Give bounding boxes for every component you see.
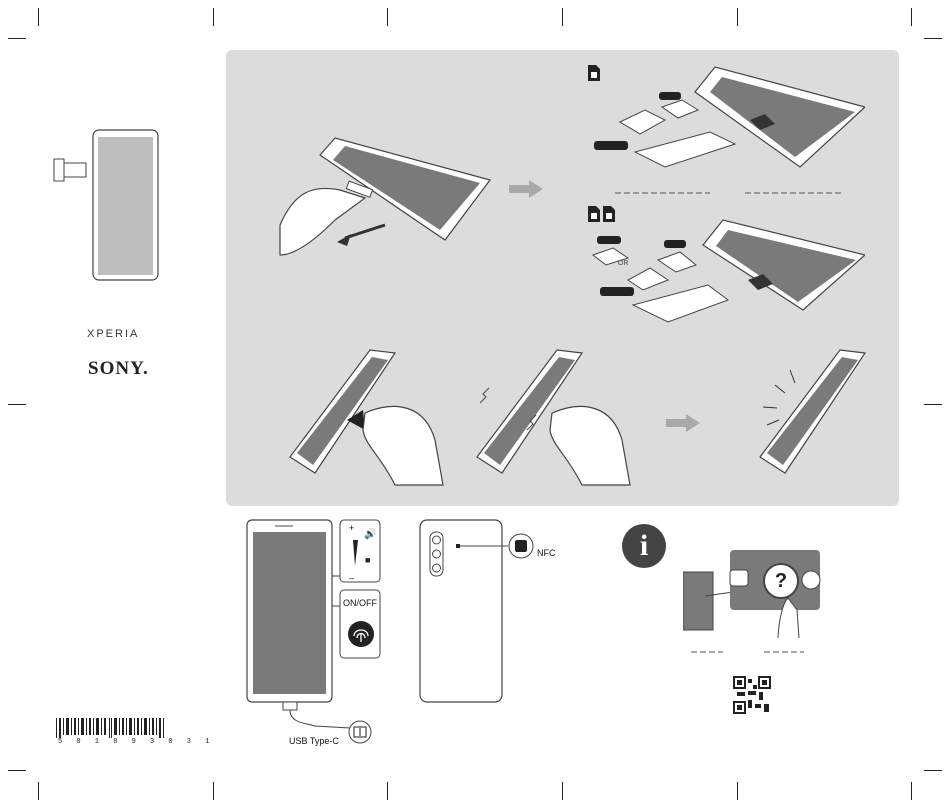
dashed-separator-2 [691, 650, 806, 654]
qr-code-icon [733, 676, 771, 714]
usb-charger-icon [347, 719, 375, 745]
info-icon: i [622, 524, 666, 568]
step-remove-tray-illustration [275, 130, 500, 265]
nano-sim-tag [659, 92, 681, 100]
dual-sim-tray-illustration [588, 210, 865, 335]
help-screen-illustration [683, 548, 823, 638]
xperia-logo: XPERIA [87, 328, 139, 340]
camera-icon: ■ [365, 555, 370, 565]
volume-minus-label: – [349, 573, 354, 583]
dashed-separator [615, 190, 845, 196]
barcode [56, 718, 168, 738]
on-off-label: ON/OFF [343, 598, 377, 608]
nfc-label: NFC [537, 548, 556, 558]
phone-vibrate-illustration [755, 345, 870, 475]
arrow-right-icon [509, 180, 545, 198]
press-power-illustration [285, 345, 445, 490]
single-sim-tray-illustration [590, 62, 865, 187]
help-icon: ? [763, 563, 799, 599]
phone-back-diagram [418, 518, 508, 704]
sim1-tag [597, 236, 621, 244]
volume-icon: 🔊 [364, 529, 376, 540]
nfc-icon [508, 533, 534, 559]
cover-phone-illustration [50, 125, 165, 285]
arrow-right-icon-2 [666, 414, 702, 432]
or-label: OR [618, 260, 629, 267]
memory-card-tag-2 [600, 287, 634, 296]
sim2-tag [664, 240, 686, 248]
hold-power-illustration [472, 345, 637, 490]
usb-type-c-label: USB Type-C [289, 736, 339, 746]
fingerprint-icon [347, 620, 375, 648]
barcode-digits: 5 0 1 8 9 3 0 3 1 [58, 738, 214, 746]
sony-logo: SONY. [88, 358, 149, 380]
volume-plus-label: + [349, 523, 354, 533]
memory-card-tag [594, 141, 628, 150]
